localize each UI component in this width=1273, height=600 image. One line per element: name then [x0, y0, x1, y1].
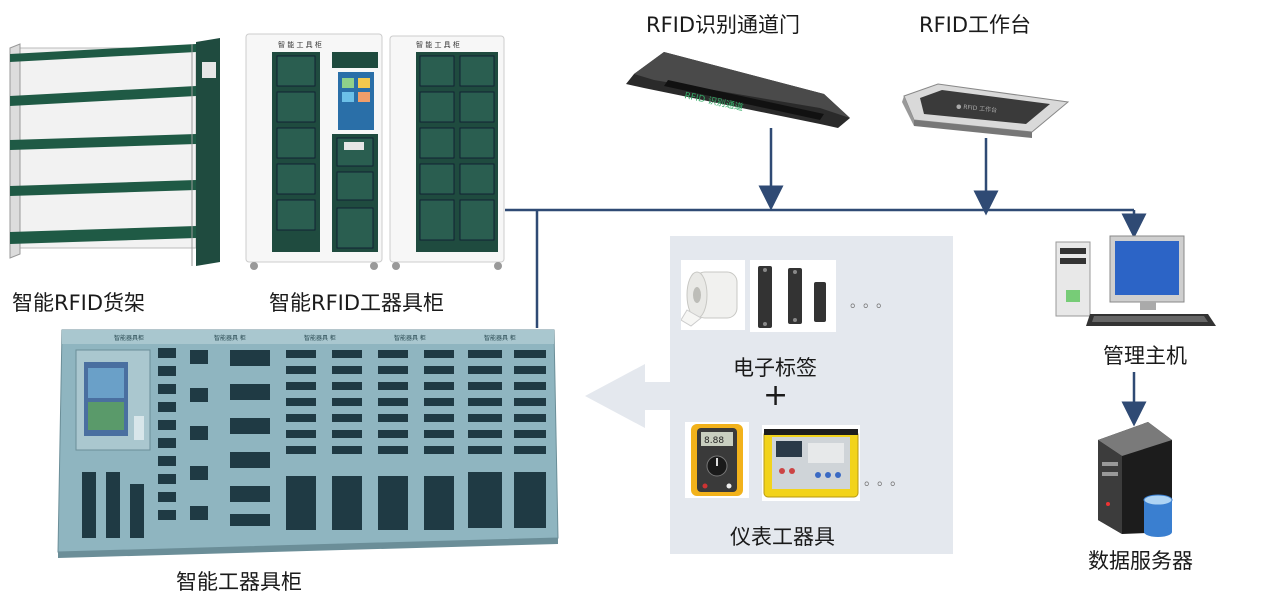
smart-cabinet-label: 智能工器具柜 — [176, 570, 302, 594]
svg-text:智 能 工 具 柜: 智 能 工 具 柜 — [278, 40, 322, 49]
server-label: 数据服务器 — [1088, 549, 1193, 573]
svg-text:智能器具 柜: 智能器具 柜 — [304, 334, 336, 342]
svg-text:智能器具 柜: 智能器具 柜 — [214, 334, 246, 342]
rfid-desk-label: RFID工作台 — [919, 13, 1032, 37]
rfid-tool-cabinet-image: 智 能 工 具 柜 智 能 工 具 柜 — [245, 33, 505, 270]
instrument-case-image — [762, 425, 860, 501]
svg-text:智能器具柜: 智能器具柜 — [114, 334, 144, 342]
host-computer-image — [1055, 235, 1216, 326]
shelf-label: 智能RFID货架 — [12, 291, 146, 315]
electronic-tag-label: 电子标签 — [733, 356, 817, 380]
svg-text:智能器具 柜: 智能器具 柜 — [394, 334, 426, 342]
svg-text:8.88: 8.88 — [704, 436, 724, 446]
plus-sign: + — [763, 378, 789, 413]
left-flow-arrow — [585, 364, 675, 428]
host-label: 管理主机 — [1103, 344, 1187, 368]
smart-tool-cabinet-image: 智能器具柜 智能器具 柜 智能器具 柜 智能器具 柜 智能器具 柜 — [57, 329, 559, 558]
ellipsis-2: 。。。 — [864, 473, 910, 489]
rfid-gate-label: RFID识别通道门 — [646, 13, 801, 37]
rfid-gate-image: RFID 识别通道 — [626, 52, 850, 128]
multimeter-image: 8.88 — [685, 422, 749, 498]
rfid-tags-image — [750, 260, 836, 332]
rfid-shelf-image — [9, 38, 220, 266]
tag-roll-image — [681, 260, 745, 330]
ellipsis-1: 。。。 — [850, 295, 896, 311]
instrument-tools-label: 仪表工器具 — [730, 525, 835, 549]
rfid-tool-cabinet-label: 智能RFID工器具柜 — [269, 291, 445, 315]
data-server-image — [1098, 422, 1173, 537]
svg-text:智能器具 柜: 智能器具 柜 — [484, 334, 516, 342]
rfid-desk-image: ● RFID 工作台 — [902, 83, 1070, 138]
svg-text:智 能 工 具 柜: 智 能 工 具 柜 — [416, 40, 460, 49]
